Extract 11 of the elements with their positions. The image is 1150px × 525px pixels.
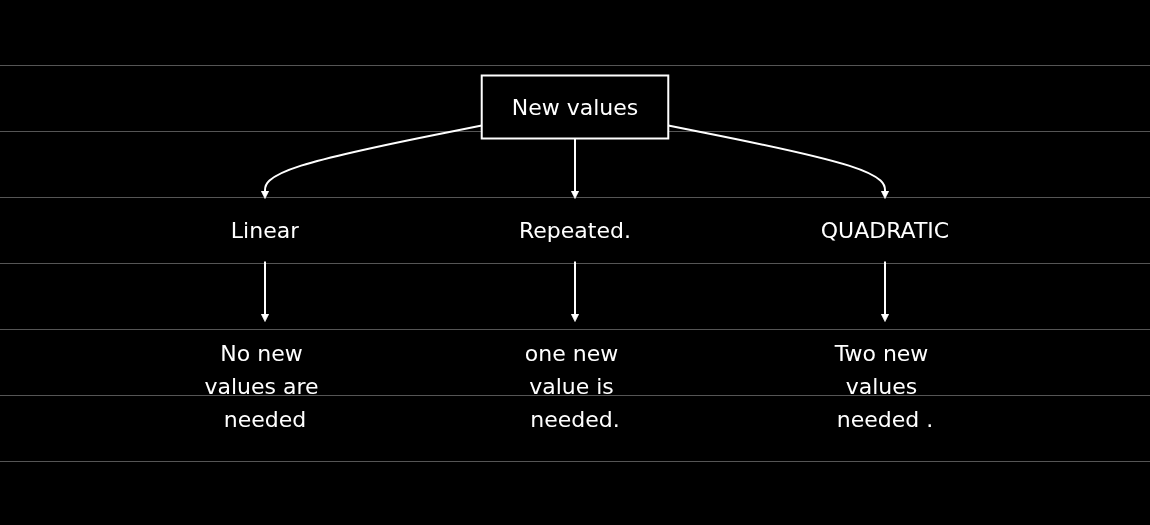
arrow (570, 137, 580, 199)
node-text: No new values are needed (204, 340, 319, 431)
node-box: New values (480, 74, 670, 139)
node-text: one new value is needed. (524, 340, 620, 431)
node-text: Two new values needed . (834, 340, 934, 431)
arrow (260, 260, 270, 322)
node-text: Linear (230, 217, 300, 242)
arrow (570, 260, 580, 322)
arrow (880, 260, 890, 322)
node-text: QUADRATIC (820, 217, 950, 242)
node-text: Repeated. (519, 217, 631, 242)
